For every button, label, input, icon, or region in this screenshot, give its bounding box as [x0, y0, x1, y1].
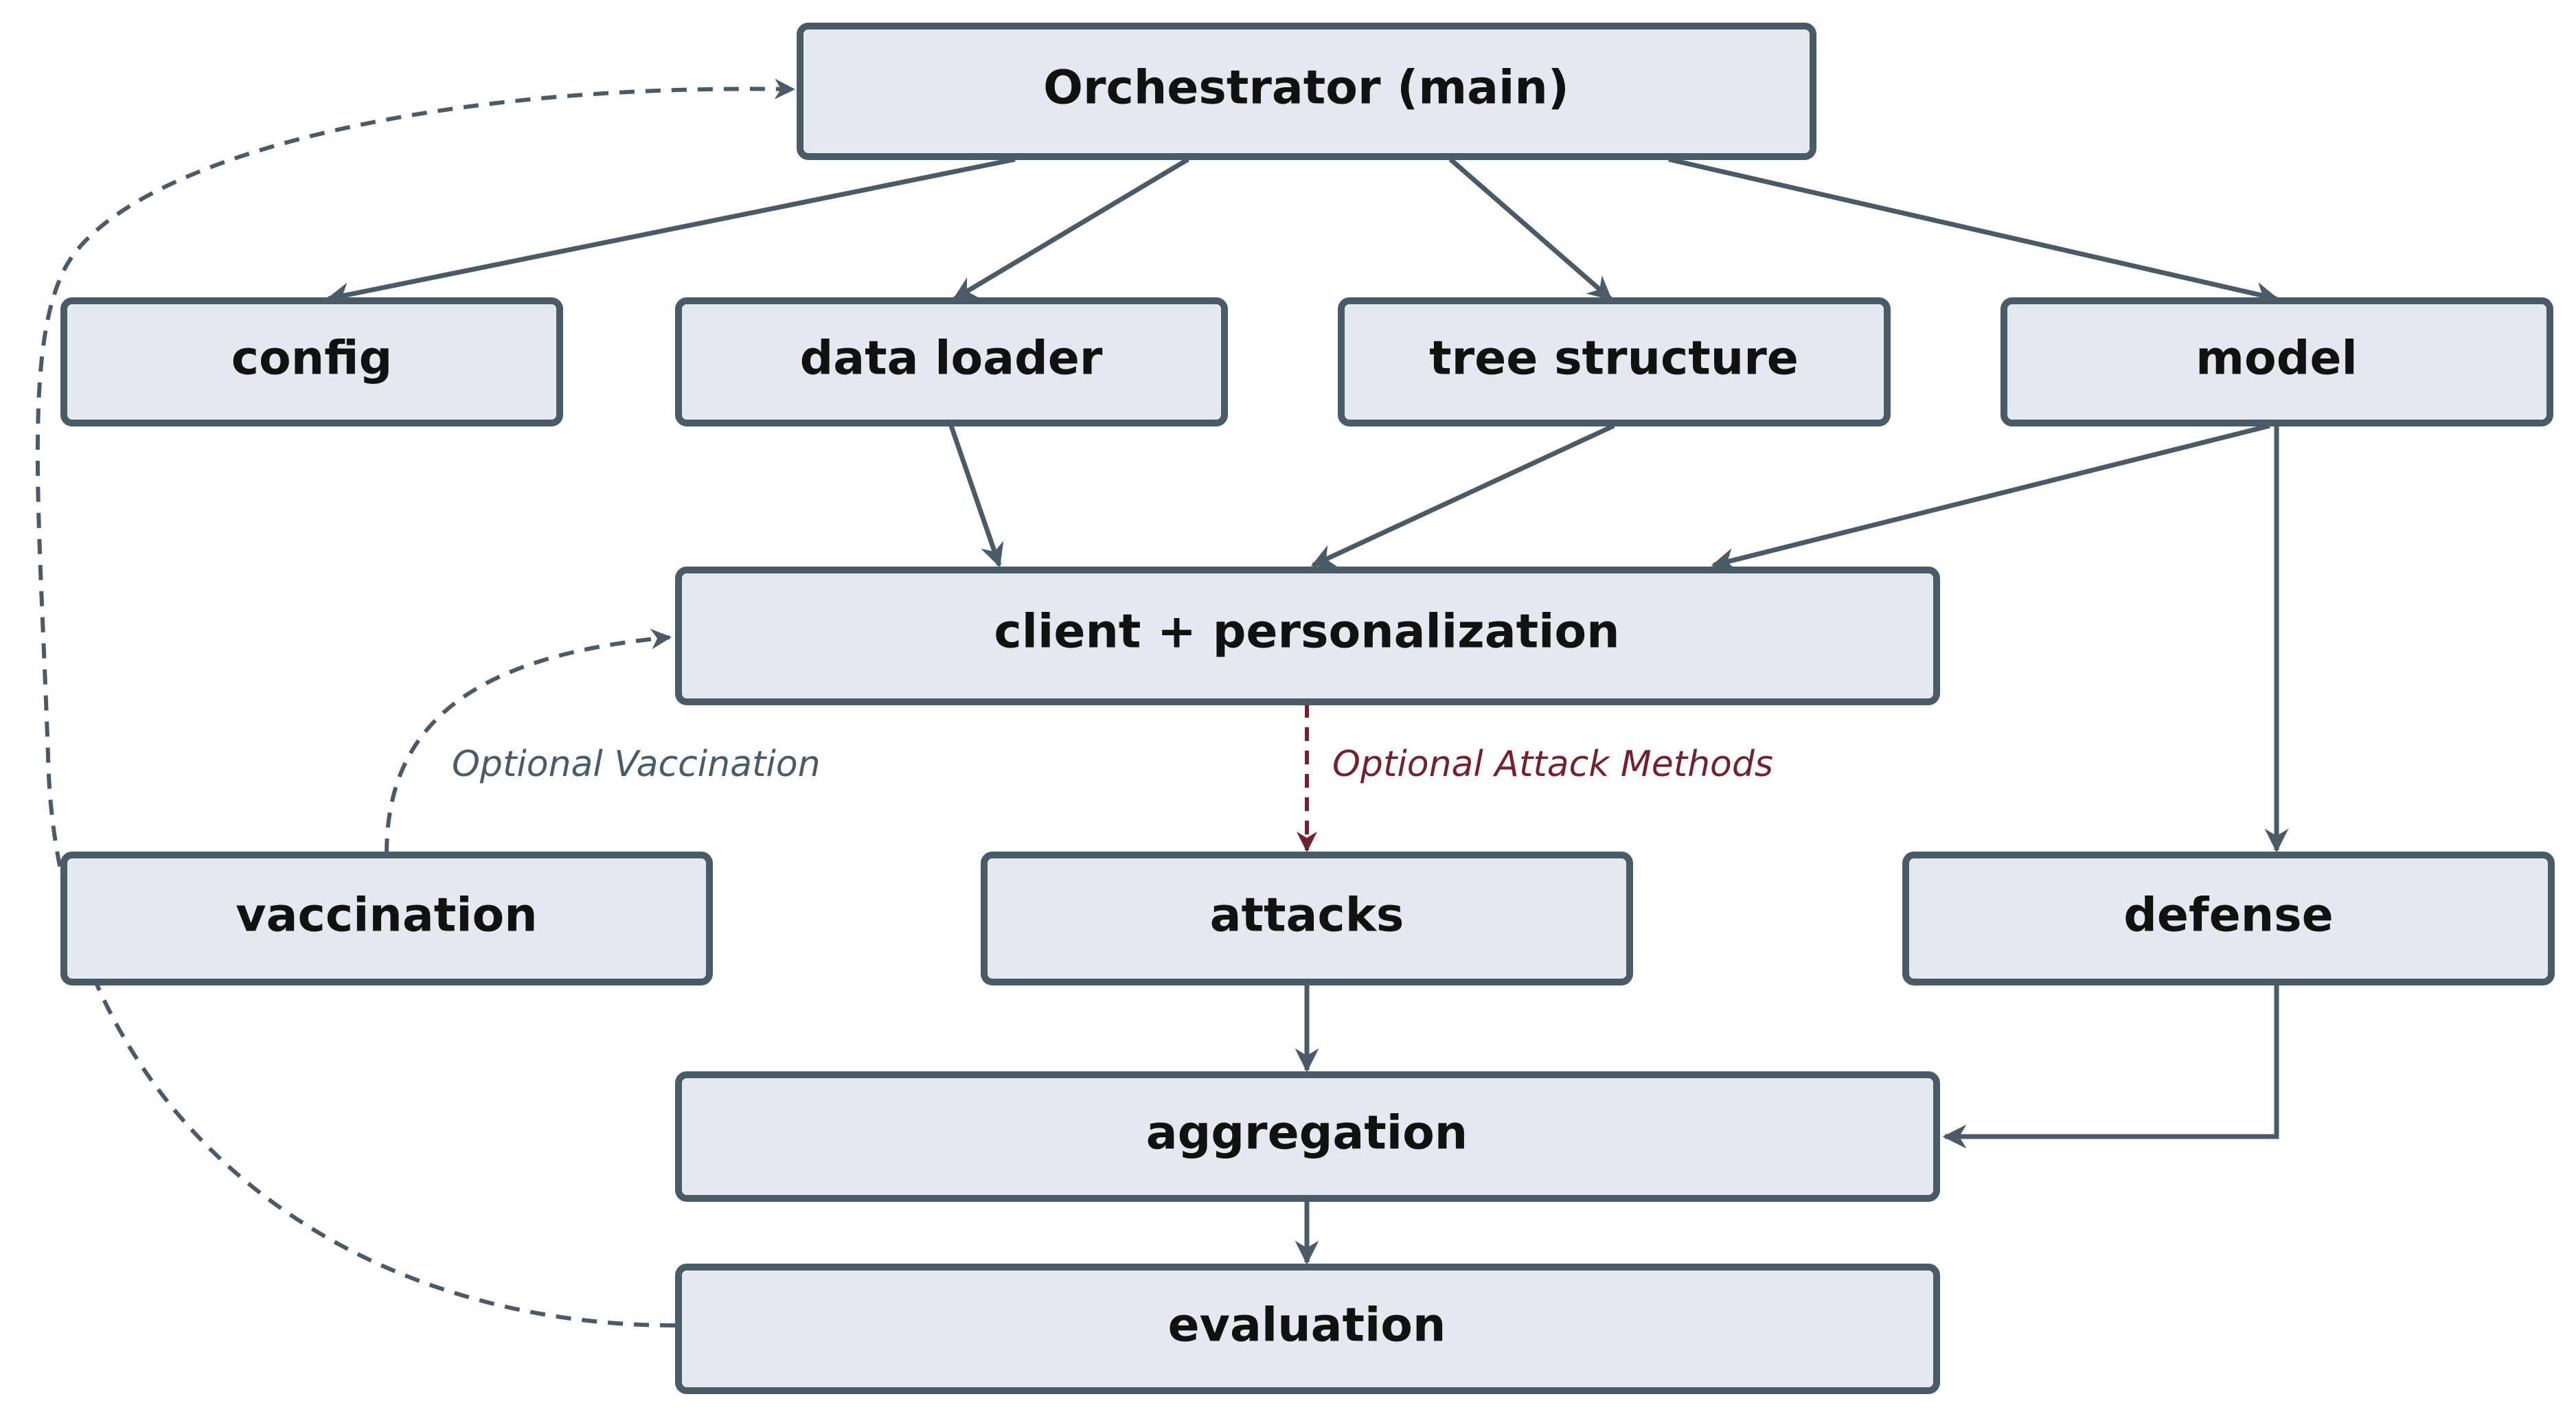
node-attacks: attacks — [981, 852, 1633, 985]
node-evaluation-label: evaluation — [1168, 1299, 1446, 1353]
edge-orchestrator-data-loader — [952, 157, 1189, 301]
edge-tree-structure-client — [1310, 423, 1615, 568]
node-defense: defense — [1902, 852, 2555, 985]
node-vaccination-label: vaccination — [236, 889, 537, 943]
edges — [35, 78, 2289, 1327]
edge-orchestrator-tree-structure — [1448, 157, 1612, 301]
node-aggregation-label: aggregation — [1146, 1106, 1468, 1161]
node-config-label: config — [231, 332, 393, 386]
edge-orchestrator-config — [326, 157, 1016, 306]
node-orchestrator-label: Orchestrator (main) — [1043, 61, 1569, 115]
node-orchestrator: Orchestrator (main) — [797, 23, 1816, 160]
node-defense-label: defense — [2123, 889, 2334, 943]
edge-evaluation-orchestrator-loop — [35, 78, 795, 1327]
node-tree-structure-label: tree structure — [1429, 332, 1799, 386]
edge-orchestrator-model — [1668, 157, 2279, 306]
node-model-label: model — [2196, 332, 2358, 386]
node-model: model — [2001, 297, 2553, 426]
edge-data-loader-client — [948, 424, 1004, 568]
node-data-loader-label: data loader — [800, 332, 1103, 386]
edge-model-client — [1711, 423, 2270, 572]
label-optional-vaccination: Optional Vaccination — [452, 744, 821, 785]
node-evaluation: evaluation — [675, 1264, 1940, 1394]
edge-defense-aggregation — [1942, 984, 2279, 1149]
node-data-loader: data loader — [675, 297, 1228, 426]
edge-vaccination-client-optional — [385, 628, 672, 854]
node-tree-structure: tree structure — [1338, 297, 1891, 426]
node-aggregation: aggregation — [675, 1071, 1940, 1202]
node-client-personalization: client + personalization — [675, 567, 1940, 705]
node-attacks-label: attacks — [1210, 889, 1404, 943]
node-vaccination: vaccination — [60, 852, 713, 985]
label-optional-attack-methods: Optional Attack Methods — [1332, 744, 1773, 785]
node-config: config — [60, 297, 563, 426]
node-client-personalization-label: client + personalization — [994, 605, 1619, 659]
